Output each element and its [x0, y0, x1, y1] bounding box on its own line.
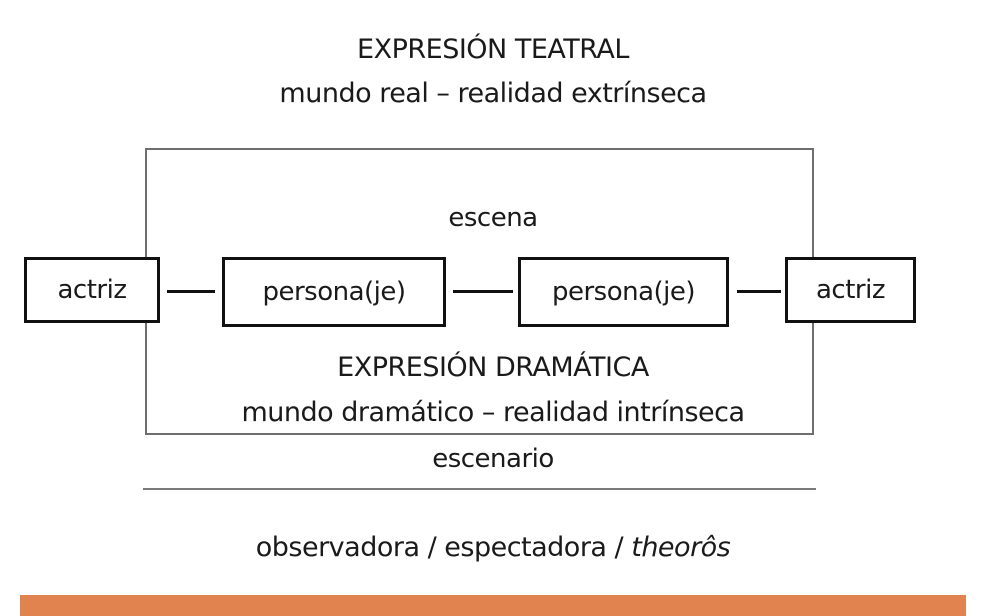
node-label: actriz: [816, 275, 885, 305]
node-actriz-right: actriz: [785, 257, 916, 323]
diagram-title: EXPRESIÓN TEATRAL: [357, 34, 629, 65]
diagram-subtitle: mundo real – realidad extrínseca: [279, 78, 707, 109]
connector-line: [737, 290, 781, 293]
observer-italic-term: theorôs: [631, 532, 731, 563]
connector-line: [453, 290, 513, 293]
observer-prefix: observadora / espectadora /: [255, 532, 632, 563]
node-label: persona(je): [551, 277, 696, 307]
node-actriz-left: actriz: [24, 257, 160, 323]
dramatic-expression-title: EXPRESIÓN DRAMÁTICA: [337, 352, 649, 383]
node-persona-right: persona(je): [518, 257, 729, 327]
stage-label-escena: escena: [448, 203, 538, 233]
connector-line: [167, 290, 215, 293]
node-persona-left: persona(je): [222, 257, 446, 327]
ground-line: [143, 488, 816, 490]
accent-bar: [20, 595, 966, 616]
ground-label-escenario: escenario: [432, 444, 554, 474]
observer-label: observadora / espectadora / theorôs: [0, 532, 986, 563]
node-label: persona(je): [262, 277, 406, 307]
node-label: actriz: [57, 275, 127, 305]
dramatic-expression-subtitle: mundo dramático – realidad intrínseca: [241, 397, 745, 428]
